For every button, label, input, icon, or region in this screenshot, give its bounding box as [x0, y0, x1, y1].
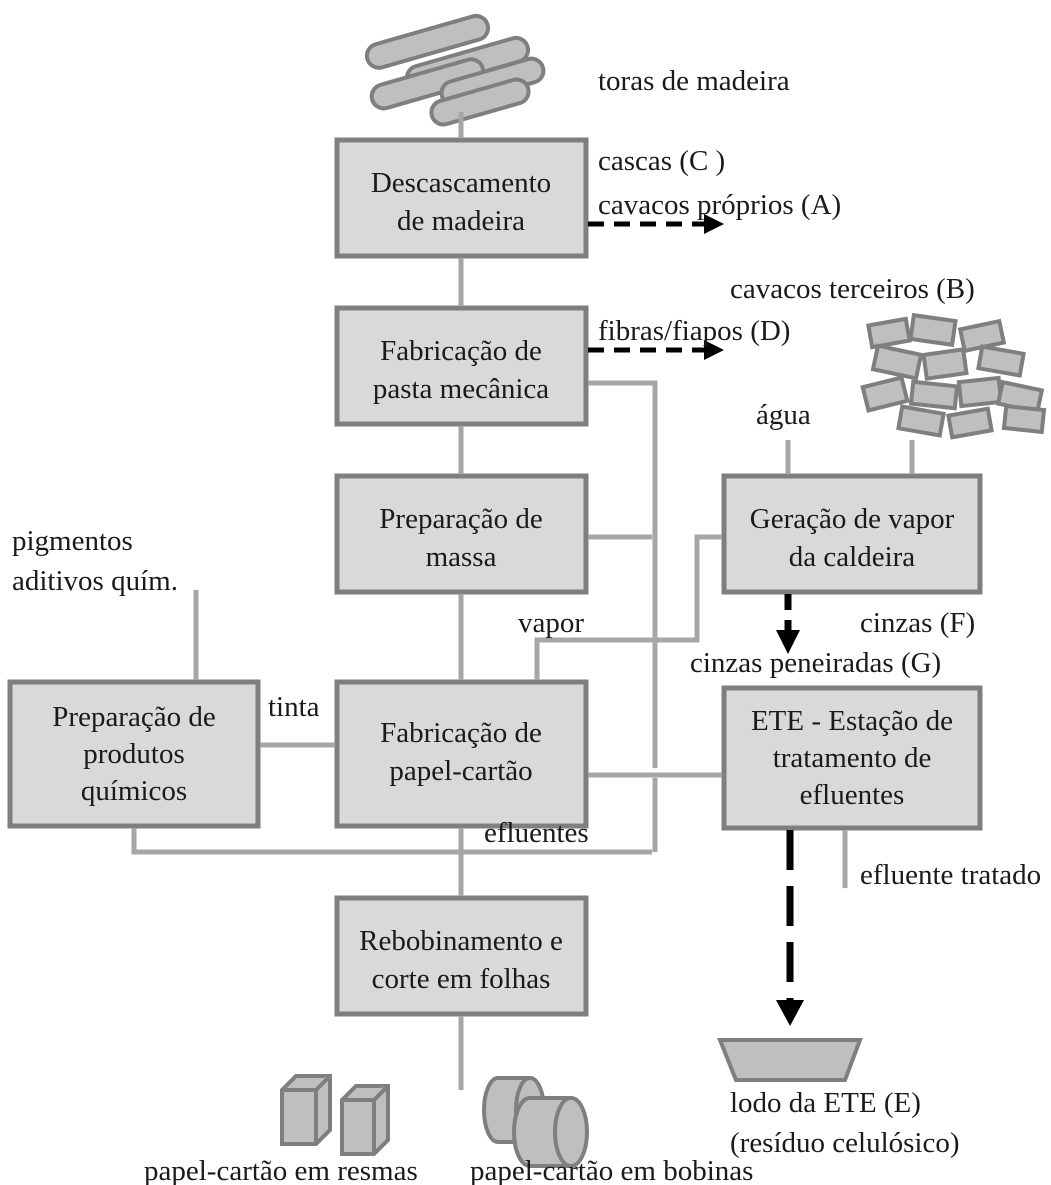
residue-arrows [588, 214, 804, 1026]
label-steam: vapor [518, 607, 584, 639]
label-reels: papel-cartão em bobinas [470, 1155, 753, 1185]
box-debarking-line2: de madeira [397, 205, 525, 237]
label-water: água [756, 399, 811, 431]
sludge-tray-icon [717, 1038, 863, 1082]
box-debarking: Descascamento de madeira [334, 137, 589, 259]
box-chemical-preparation-line3: químicos [81, 775, 187, 807]
label-third-chips: cavacos terceiros (B) [730, 273, 975, 305]
box-ete-line2: tratamento de [773, 742, 932, 774]
label-pigments: pigmentos [12, 525, 133, 557]
label-ash: cinzas (F) [860, 607, 975, 639]
box-ete-line1: ETE - Estação de [751, 705, 953, 737]
box-paperboard-line1: Fabricação de [380, 717, 542, 749]
reams-icon [280, 1074, 390, 1156]
third-party-chips-icon [860, 312, 1047, 440]
box-stock-preparation-line2: massa [426, 541, 497, 573]
box-steam-generation-line2: da caldeira [789, 541, 916, 573]
grey-flow-arrows [131, 112, 915, 1091]
box-chemical-preparation-line2: produtos [83, 738, 185, 770]
box-stock-preparation-line1: Preparação de [379, 503, 542, 535]
box-mechanical-pulp-line1: Fabricação de [380, 335, 542, 367]
line-chem-effluent [131, 828, 461, 855]
label-bark: cascas (C ) [598, 145, 725, 177]
box-paperboard-manufacturing: Fabricação de papel-cartão [334, 679, 589, 829]
box-ete: ETE - Estação de tratamento de efluentes [721, 685, 983, 831]
label-sludge-note: (resíduo celulósico) [730, 1127, 960, 1159]
label-ink: tinta [268, 691, 320, 723]
box-rewinding: Rebobinamento e corte em folhas [334, 895, 589, 1017]
label-effluents: efluentes [484, 817, 589, 849]
box-rewinding-line1: Rebobinamento e [359, 925, 563, 957]
box-debarking-line1: Descascamento [371, 167, 551, 199]
label-own-chips: cavacos próprios (A) [598, 189, 841, 221]
label-sieved-ash: cinzas peneiradas (G) [690, 647, 941, 679]
label-fibers: fibras/fiapos (D) [598, 315, 790, 347]
box-steam-generation-line1: Geração de vapor [750, 503, 955, 535]
arrow-pulp-to-collector [588, 380, 658, 769]
label-additives: aditivos quím. [12, 565, 178, 597]
box-chemical-preparation: Preparação de produtos químicos [7, 679, 261, 829]
box-mechanical-pulp: Fabricação de pasta mecânica [334, 305, 589, 427]
box-paperboard-line2: papel-cartão [389, 755, 532, 787]
box-rewinding-line2: corte em folhas [372, 963, 551, 995]
label-reams: papel-cartão em resmas [144, 1155, 418, 1185]
box-steam-generation: Geração de vapor da caldeira [721, 473, 983, 595]
box-chemical-preparation-line1: Preparação de [52, 701, 215, 733]
label-logs: toras de madeira [598, 65, 790, 97]
arrow-steam-to-paperboard [534, 534, 722, 681]
reels-icon [482, 1076, 589, 1168]
box-ete-line3: efluentes [800, 779, 905, 811]
label-treated-effluent: efluente tratado [860, 859, 1041, 891]
box-mechanical-pulp-line2: pasta mecânica [373, 373, 549, 405]
box-stock-preparation: Preparação de massa [334, 473, 589, 595]
wood-logs-icon [364, 13, 546, 127]
label-sludge: lodo da ETE (E) [730, 1087, 921, 1119]
